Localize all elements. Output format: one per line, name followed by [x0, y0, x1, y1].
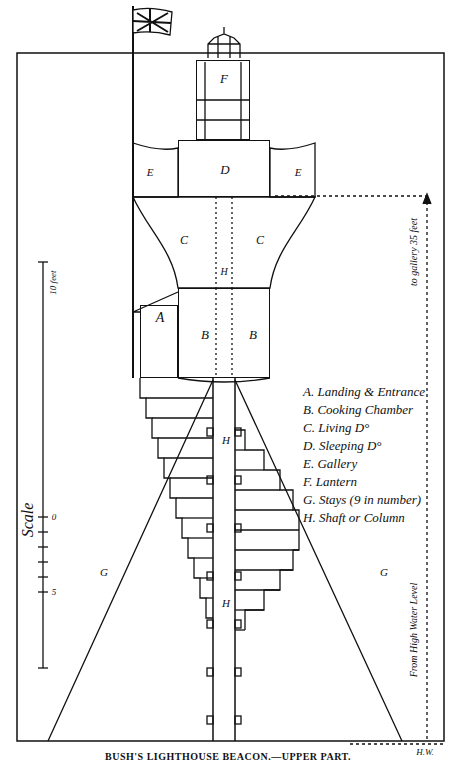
stroke — [235, 430, 299, 630]
part-letter: F — [219, 72, 229, 85]
stroke — [38, 591, 48, 592]
part-letter: B — [200, 328, 210, 341]
stroke — [235, 572, 241, 580]
stroke — [235, 668, 241, 676]
stroke — [38, 261, 48, 262]
stroke — [146, 397, 213, 398]
stroke — [152, 417, 213, 418]
dimension-label: to gallery 35 feet — [409, 217, 419, 287]
stroke — [235, 476, 241, 484]
stroke — [207, 668, 213, 676]
part-letter: H — [221, 598, 231, 609]
part-letter: B — [248, 328, 258, 341]
lantern: F — [196, 60, 250, 140]
stroke — [207, 428, 213, 436]
scale-number: 5 — [51, 588, 58, 597]
key-entry: G. Stays (9 in number) — [302, 493, 422, 506]
stroke — [38, 576, 48, 577]
scale-number: 0 — [51, 513, 58, 522]
stroke — [38, 516, 48, 517]
stroke — [212, 617, 213, 618]
stroke — [206, 597, 213, 598]
part-letter: E — [146, 167, 155, 178]
stroke — [235, 549, 299, 550]
part-letter: G — [379, 567, 389, 578]
stroke — [170, 477, 213, 478]
part-letter: H — [219, 267, 228, 277]
key-entry: H. Shaft or Column — [302, 511, 406, 524]
stroke — [164, 457, 213, 458]
stroke — [235, 428, 241, 436]
scale-label: 10 feet — [49, 269, 58, 295]
stroke — [38, 667, 48, 668]
stroke — [38, 531, 48, 532]
part-letter: A — [155, 311, 166, 325]
stroke — [182, 517, 213, 518]
dimension-label: From High Water Level — [409, 582, 419, 679]
stroke — [38, 546, 48, 547]
stroke — [235, 524, 241, 532]
part-letter: C — [179, 234, 189, 246]
stroke — [207, 476, 213, 484]
stroke — [38, 561, 48, 562]
part-letter: D — [219, 163, 230, 176]
key-entry: E. Gallery — [302, 457, 358, 470]
stroke — [235, 620, 241, 628]
cooking-chamber: BB — [178, 288, 270, 378]
stroke — [176, 497, 213, 498]
stroke — [200, 577, 213, 578]
stroke — [140, 378, 212, 618]
key-entry: F. Lantern — [302, 475, 358, 488]
stroke — [235, 489, 280, 490]
stroke — [207, 524, 213, 532]
part-letter: E — [294, 167, 303, 178]
stroke — [194, 557, 213, 558]
caption: BUSH'S LIGHTHOUSE BEACON.—UPPER PART. — [105, 751, 351, 762]
stroke — [207, 572, 213, 580]
part-letter: H — [221, 435, 231, 446]
key-entry: B. Cooking Chamber — [302, 403, 414, 416]
sleeping-chamber: D — [178, 140, 270, 197]
stroke — [188, 537, 213, 538]
stroke — [207, 620, 213, 628]
stroke — [235, 529, 299, 530]
key-entry: C. Living D° — [302, 421, 370, 434]
scale-title: Scale — [20, 502, 36, 539]
level-mark: H.W. — [415, 748, 435, 757]
stroke — [158, 437, 213, 438]
stroke — [235, 469, 264, 470]
stroke — [235, 509, 293, 510]
part-letter: C — [255, 234, 265, 246]
stroke — [235, 629, 245, 630]
key-entry: D. Sleeping D° — [302, 439, 383, 452]
stroke — [235, 716, 241, 724]
stroke — [207, 716, 213, 724]
part-letter: G — [99, 567, 109, 578]
landing-entrance: A — [140, 305, 178, 378]
key-entry: A. Landing & Entrance — [302, 385, 426, 398]
stroke — [235, 449, 245, 450]
